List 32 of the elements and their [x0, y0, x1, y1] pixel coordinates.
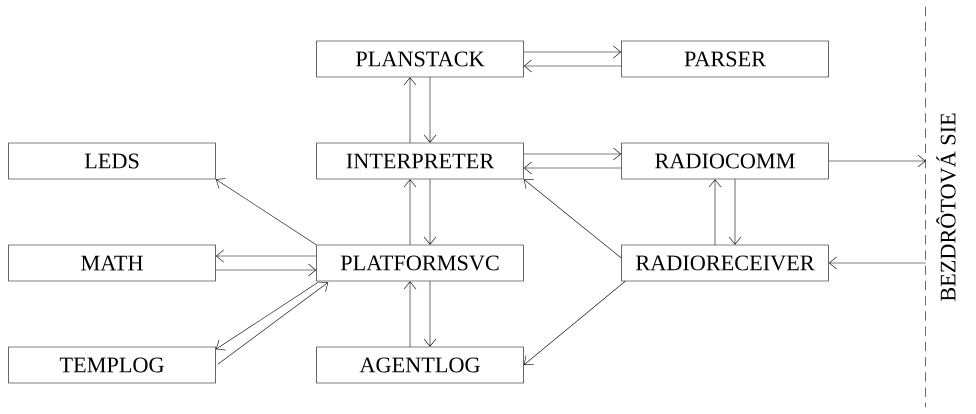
arrow: [424, 77, 436, 143]
arrow: [728, 179, 742, 245]
module-box: PLANSTACK: [316, 40, 524, 78]
arrow: [216, 282, 319, 350]
arrow: [708, 179, 722, 245]
arrow: [216, 264, 316, 276]
module-box: AGENTLOG: [316, 346, 524, 384]
arrow: [524, 148, 622, 160]
arrow: [828, 154, 926, 168]
arrow: [524, 60, 622, 72]
module-box: PLATFORMSVC: [316, 244, 524, 282]
arrow: [524, 179, 622, 258]
arrow: [216, 178, 316, 245]
module-box: INTERPRETER: [316, 142, 524, 180]
module-box: LEDS: [8, 142, 216, 180]
arrow: [218, 282, 328, 365]
module-box: MATH: [8, 244, 216, 282]
arrow: [424, 179, 436, 245]
arrow: [524, 162, 622, 174]
arrow: [828, 256, 926, 270]
network-boundary: BEZDRÔTOVÁ SIE: [925, 6, 956, 408]
arrow: [424, 281, 436, 347]
arrow: [524, 46, 622, 58]
arrow: [404, 281, 416, 347]
module-box: RADIORECEIVER: [621, 244, 829, 282]
arrow: [404, 179, 416, 245]
module-box: PARSER: [621, 40, 829, 78]
arrow: [524, 281, 626, 365]
module-box: RADIOCOMM: [621, 142, 829, 180]
arrow: [404, 77, 416, 143]
arrow: [216, 250, 316, 262]
module-box: TEMPLOG: [8, 346, 216, 384]
